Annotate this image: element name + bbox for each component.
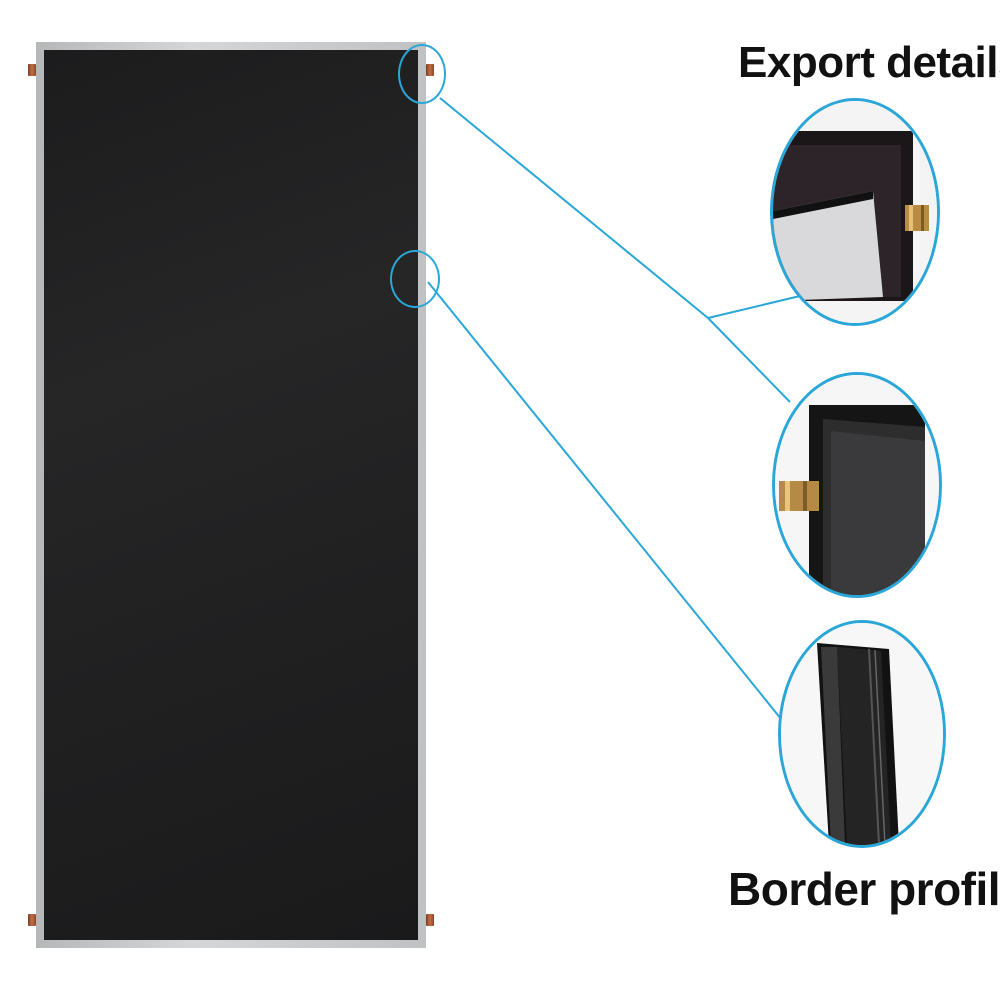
- copper-pipe-bottom-left: [28, 914, 36, 926]
- callout-line-4: [427, 281, 791, 731]
- corner-pipe-closeup: [772, 372, 942, 598]
- export-details-title: Export details: [738, 38, 1000, 87]
- border-profile-title: Border profile: [728, 863, 1000, 915]
- callout-line-3: [707, 317, 791, 403]
- copper-pipe-top-left: [28, 64, 36, 76]
- callout-line-2: [707, 295, 801, 319]
- zoom-ring-edge: [390, 250, 440, 308]
- border-profile-closeup: [778, 620, 946, 848]
- copper-pipe-bottom-right: [426, 914, 434, 926]
- callout-line-1: [439, 97, 709, 319]
- export-detail-closeup: [770, 98, 940, 326]
- solar-panel-absorber: [44, 50, 418, 940]
- zoom-ring-corner: [398, 44, 446, 104]
